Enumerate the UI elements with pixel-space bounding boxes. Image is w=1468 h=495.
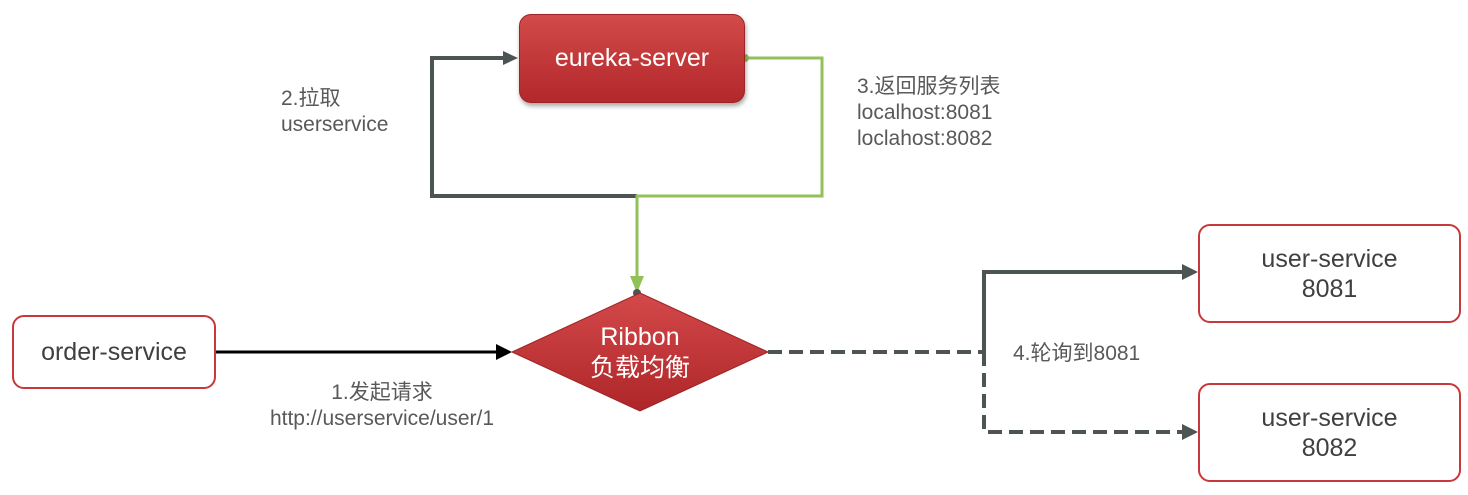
return-arrowhead [630,276,644,293]
poll-to-8081-arrowhead [1182,264,1198,280]
request-edge-label-line1: 1.发起请求 [331,381,433,404]
return-edge-label-line2: localhost:8081 [857,101,993,124]
return-edge-label: 3.返回服务列表 localhost:8081 loclahost:8082 [857,74,1001,152]
ribbon-diamond [510,292,770,412]
ribbon-label-line2: 负载均衡 [589,354,690,382]
ribbon-label: Ribbon 负载均衡 [560,322,720,384]
user-service-8082-node: user-service 8082 [1198,383,1461,482]
user-service-8082-name: user-service [1261,403,1398,432]
return-edge-label-line3: loclahost:8082 [857,127,993,150]
return-edge-label-line1: 3.返回服务列表 [857,75,1001,98]
user-service-8081-node: user-service 8081 [1198,224,1461,323]
request-edge-label: 1.发起请求 http://userservice/user/1 [232,380,532,432]
pull-connector [430,56,637,198]
return-connector [635,56,824,278]
eureka-server-label: eureka-server [554,44,710,72]
poll-to-8082-arrowhead [1182,424,1198,440]
pull-edge-label-line1: 2.拉取 [281,87,341,110]
poll-edge-label: 4.轮询到8081 [1013,341,1140,367]
eureka-server-node: eureka-server [519,14,745,103]
request-arrowhead [496,344,512,360]
pull-edge-label-line2: userservice [281,113,389,136]
poll-to-8081-connector [982,270,1183,352]
poll-edge-label-text: 4.轮询到8081 [1013,342,1141,365]
order-service-node: order-service [12,315,216,389]
ribbon-label-line1: Ribbon [600,323,680,351]
order-service-label: order-service [41,338,187,366]
user-service-8081-name: user-service [1261,244,1398,273]
request-edge-label-line2: http://userservice/user/1 [269,407,495,430]
user-service-8081-port: 8081 [1301,274,1358,303]
poll-to-8082-connector [982,352,1183,434]
user-service-8082-port: 8082 [1301,433,1358,462]
pull-arrowhead [503,51,518,65]
pull-edge-label: 2.拉取 userservice [281,86,388,138]
